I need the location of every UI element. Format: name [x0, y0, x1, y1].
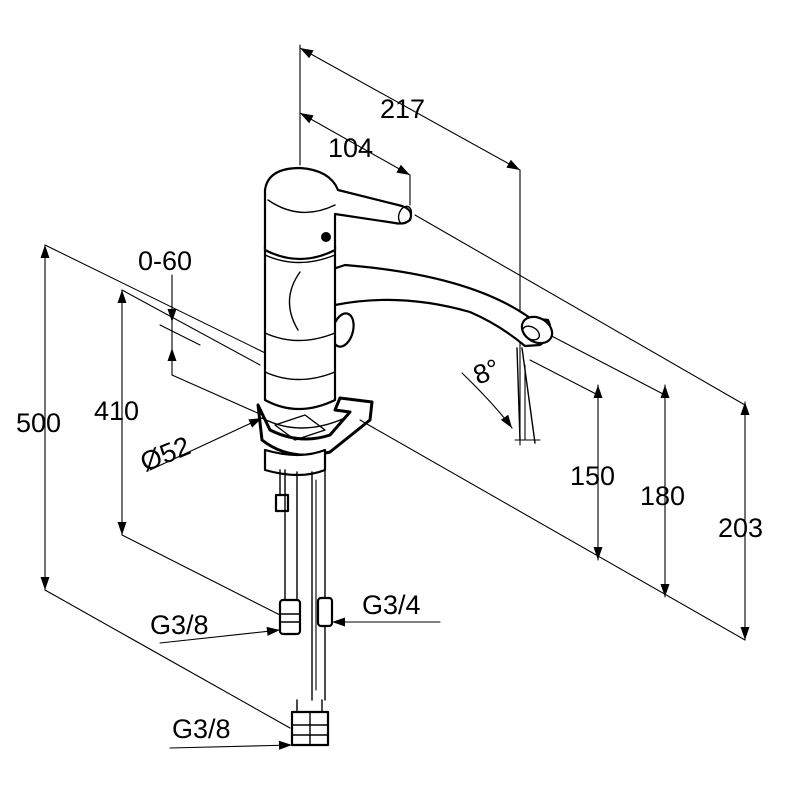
dimension-diameter-52: Ø52 — [136, 413, 264, 478]
faucet-body — [263, 243, 337, 410]
dimension-104: 104 — [297, 109, 413, 179]
callout-g38-lower-label: G3/8 — [172, 714, 231, 744]
extension-lines — [44, 44, 746, 729]
callout-g34: G3/4 — [331, 590, 441, 627]
callout-g38-upper: G3/8 — [150, 610, 281, 644]
dimension-217-label: 217 — [380, 94, 425, 124]
faucet-illustration — [256, 166, 554, 747]
dimension-217: 217 — [297, 44, 523, 174]
angle-8-degrees: 8° — [461, 347, 541, 444]
dimension-150-label: 150 — [570, 461, 615, 491]
dimension-410-label: 410 — [94, 396, 139, 426]
dimension-180: 180 — [640, 384, 685, 598]
dimension-104-label: 104 — [328, 133, 373, 163]
dimension-180-label: 180 — [640, 481, 685, 511]
dimension-500: 500 — [16, 244, 61, 591]
faucet-spout — [328, 263, 552, 348]
faucet-lever — [263, 166, 413, 260]
dimension-0-60-label: 0-60 — [138, 246, 192, 276]
dimension-500-label: 500 — [16, 408, 61, 438]
callout-g38-upper-label: G3/8 — [150, 610, 209, 640]
fitting-g34 — [316, 596, 334, 628]
dimension-203-label: 203 — [718, 513, 763, 543]
dimension-203: 203 — [718, 401, 763, 641]
dimension-0-60: 0-60 — [138, 246, 201, 376]
dimension-diameter-52-label: Ø52 — [136, 431, 195, 478]
fitting-g38-upper — [278, 598, 302, 636]
dimension-150: 150 — [570, 384, 615, 561]
callout-g38-lower: G3/8 — [169, 714, 293, 750]
callout-g34-label: G3/4 — [362, 590, 421, 620]
dimension-410: 410 — [94, 289, 139, 536]
